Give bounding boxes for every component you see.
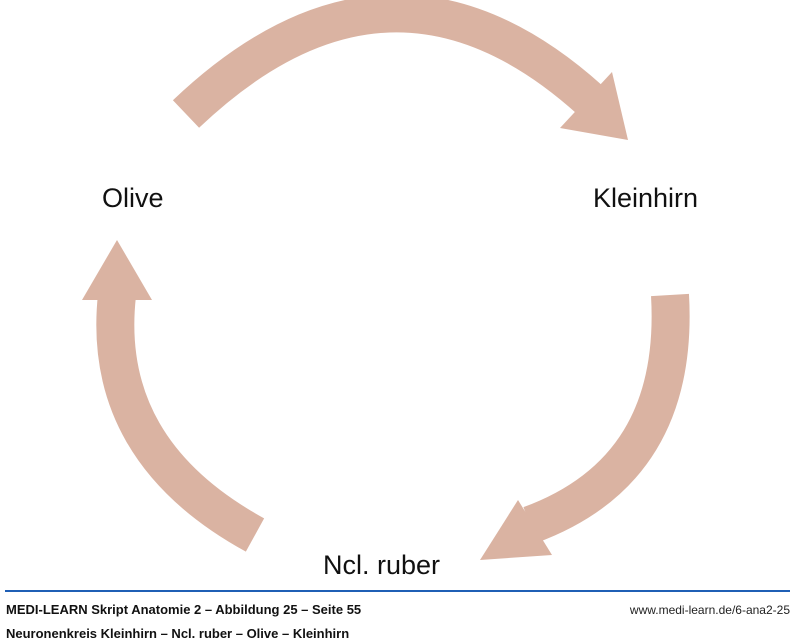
node-olive: Olive [102,183,164,213]
footer-url: www.medi-learn.de/6-ana2-25 [629,603,790,617]
arrow-ruber-to-olive [96,292,265,552]
footer-rule [5,590,790,592]
node-ncl-ruber: Ncl. ruber [323,550,441,580]
arrowhead-olive [82,240,152,300]
footer-title: MEDI-LEARN Skript Anatomie 2 – Abbildung… [6,602,362,617]
arrow-olive-to-kleinhirn [172,0,603,128]
node-kleinhirn: Kleinhirn [593,183,699,213]
arrowhead-ruber [480,500,552,560]
footer-caption: Neuronenkreis Kleinhirn – Ncl. ruber – O… [6,626,350,641]
arrow-kleinhirn-to-ruber [523,293,690,543]
arrowhead-kleinhirn [560,72,628,140]
